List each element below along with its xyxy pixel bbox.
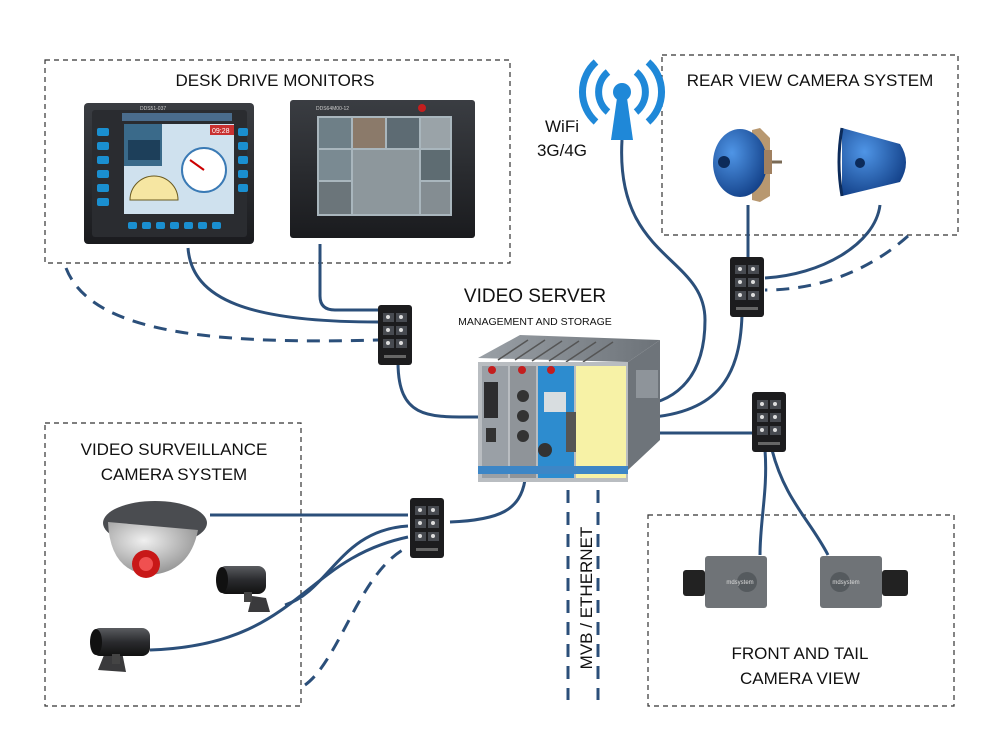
video-server-unit <box>478 335 660 482</box>
video-server-title: VIDEO SERVER <box>464 286 606 307</box>
cable-server-survswitch <box>449 479 527 524</box>
wifi-antenna-icon <box>579 59 665 140</box>
wifi-label-line1: WiFi <box>545 117 579 136</box>
surveillance-group-box <box>44 422 302 707</box>
cables <box>64 139 909 687</box>
tail-cam-brand: mdsystem <box>832 580 859 586</box>
rear-view-title: REAR VIEW CAMERA SYSTEM <box>687 71 934 90</box>
cable-cam3-switch <box>149 535 409 652</box>
dome-camera <box>103 501 207 578</box>
driver-monitor-2: DDS64M00-12 <box>290 100 475 238</box>
rear-camera-2 <box>837 127 906 197</box>
cable-frontswitch-cam1 <box>758 449 768 556</box>
cable-monitor2-switch <box>318 244 378 312</box>
cable-monitor1-dashed <box>64 267 379 343</box>
bullet-camera-2 <box>90 628 150 672</box>
cable-switch-server <box>396 361 479 419</box>
cable-monitor1-switch <box>186 247 379 324</box>
monitor1-header: DDS51-037 <box>140 106 166 112</box>
rear-view-group-box <box>661 54 959 236</box>
switch-front-tail <box>752 392 786 452</box>
front-tail-title-line1: FRONT AND TAIL <box>732 644 869 663</box>
surveillance-title-line1: VIDEO SURVEILLANCE <box>81 440 268 459</box>
cable-rearswitch-server <box>639 314 744 420</box>
bus-label: MVB / ETHERNET <box>577 527 596 670</box>
cable-frontswitch-cam2 <box>770 449 830 556</box>
switch-desk-drive <box>378 305 412 365</box>
switch-surveillance <box>410 498 444 558</box>
tail-camera: mdsystem <box>820 556 908 608</box>
video-server-subtitle: MANAGEMENT AND STORAGE <box>458 316 612 328</box>
monitor1-alert: 09:28 <box>212 128 230 135</box>
front-tail-title-line2: CAMERA VIEW <box>740 669 860 688</box>
monitor2-header: DDS64M00-12 <box>316 106 349 112</box>
wifi-label-line2: 3G/4G <box>537 141 587 160</box>
desk-drive-title: DESK DRIVE MONITORS <box>176 71 375 90</box>
desk-drive-group-box <box>44 59 511 264</box>
front-camera: mdsystem <box>683 556 767 608</box>
cable-wifi-server <box>620 139 707 407</box>
surveillance-title-line2: CAMERA SYSTEM <box>101 465 247 484</box>
bullet-camera-1 <box>216 566 270 612</box>
switch-rear-view <box>730 257 764 317</box>
cable-rearcam2-switch <box>764 204 882 280</box>
front-cam-brand: mdsystem <box>726 580 753 586</box>
driver-monitor-1: DDS51-037 09:28 <box>84 103 254 244</box>
rear-camera-1 <box>713 128 782 202</box>
cable-rearcam-dashed <box>764 234 909 292</box>
cable-surv-dashed <box>304 545 409 687</box>
